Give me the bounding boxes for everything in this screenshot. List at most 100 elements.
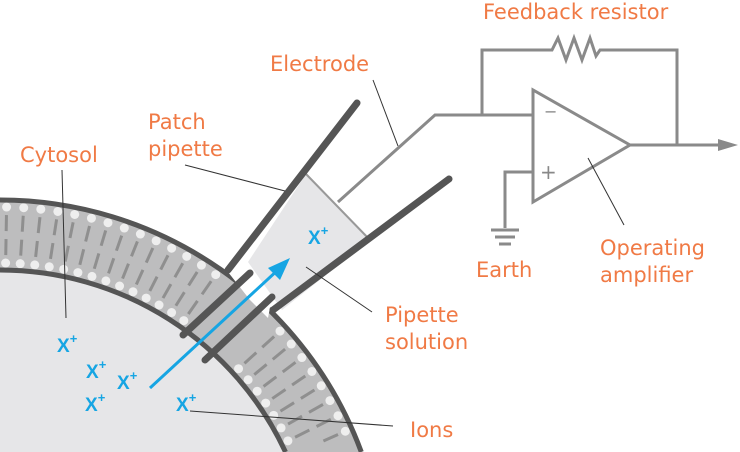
lipid-tail — [300, 388, 316, 400]
lipid-tail — [261, 335, 276, 349]
lipid-tail — [49, 242, 55, 260]
lipid-head — [243, 375, 253, 385]
lipid-head — [275, 326, 285, 336]
lipid-tail — [52, 219, 59, 236]
lipid-head — [154, 300, 164, 310]
lipid-tail — [291, 374, 307, 387]
earth-label: Earth — [476, 258, 533, 282]
membrane-outer-edge — [0, 197, 364, 452]
lipid-tail — [308, 403, 324, 414]
pipette-wall-upper — [224, 99, 361, 274]
lipid-head — [141, 293, 151, 303]
lipid-head — [167, 308, 177, 318]
lipid-head — [19, 203, 29, 213]
lipid-tail — [281, 361, 297, 374]
lipid-tail — [20, 215, 25, 232]
lipid-tail — [271, 347, 287, 361]
lipid-tail — [200, 280, 213, 296]
ion-cytosol-1: X+ — [57, 330, 78, 357]
lipid-head — [211, 270, 221, 280]
lipid-head — [167, 243, 177, 253]
electrode-wire — [336, 113, 533, 204]
lipid-tail — [34, 240, 39, 258]
lipid-tail — [99, 229, 108, 247]
lipid-head — [115, 281, 125, 291]
op-amp-minus: − — [544, 102, 558, 121]
ion-cytosol-5: X+ — [176, 389, 197, 416]
lipid-tail — [294, 428, 311, 439]
op-amp-plus: + — [540, 160, 557, 184]
lipid-head — [15, 259, 25, 269]
leader-lines — [61, 79, 625, 427]
lipid-tail — [107, 257, 116, 274]
amplifier-label: amplifier — [600, 263, 694, 287]
lipid-tail — [187, 300, 199, 315]
lipid-head — [151, 236, 161, 246]
lipid-head — [283, 436, 293, 446]
cell — [0, 197, 364, 452]
lipid-tail — [36, 217, 42, 234]
lipid-head — [340, 426, 350, 436]
lipid-head — [316, 381, 326, 391]
lipid-tail — [262, 375, 278, 388]
lipid-tail — [115, 235, 124, 252]
lipid-tail — [134, 269, 145, 286]
electrode-label: Electrode — [270, 52, 370, 76]
lipid-tail — [19, 239, 24, 256]
cytosol-label: Cytosol — [20, 143, 98, 167]
lipid-tail — [187, 271, 199, 287]
lipid-head — [179, 316, 189, 326]
pipette-label: pipette — [148, 137, 223, 161]
lipid-head — [70, 209, 80, 219]
output-arrow — [718, 139, 738, 151]
lipid-head — [196, 260, 206, 270]
lipid-tail — [161, 283, 173, 299]
lipid-head — [103, 218, 113, 228]
ions-label: Ions — [410, 418, 454, 442]
lipid-head — [30, 260, 40, 270]
lipid-head — [286, 339, 296, 349]
cytosol-area — [0, 270, 286, 452]
lipid-tail — [148, 276, 159, 292]
lipid-tail — [322, 433, 339, 443]
patch-label: Patch — [148, 110, 206, 134]
lipid-head — [2, 202, 12, 212]
lipid-head — [333, 411, 343, 421]
lipid-tail — [173, 262, 185, 278]
feedback-resistor — [480, 33, 679, 145]
lipid-head — [325, 396, 335, 406]
lipid-tail — [253, 363, 268, 376]
lipid-head — [101, 276, 111, 286]
lipid-head — [182, 251, 192, 261]
lipid-head — [1, 258, 11, 268]
lipid-head — [234, 364, 244, 374]
lipid-head — [44, 262, 54, 272]
lipid-head — [87, 271, 97, 281]
lipid-bilayer — [1, 202, 350, 446]
ion-flow-arrow — [148, 258, 290, 390]
ion-pipette: X+ — [308, 222, 329, 249]
op-amp-symbol — [531, 87, 634, 205]
membrane-inner-edge — [0, 267, 288, 452]
lipid-tail — [315, 417, 332, 428]
feedback-resistor-label: Feedback resistor — [483, 0, 669, 24]
ion-cytosol-2: X+ — [86, 356, 107, 383]
lipid-tail — [159, 254, 170, 271]
lipid-head — [59, 264, 69, 274]
lipid-tail — [144, 247, 155, 264]
lipid-head — [86, 213, 96, 223]
lipid-tail — [121, 263, 130, 280]
lipid-tail — [78, 248, 86, 266]
pipette-solution-label-1: Pipette — [385, 303, 459, 327]
lipid-tail — [92, 252, 101, 270]
lipid-head — [73, 268, 83, 278]
pipette-solution-label-2: solution — [385, 330, 469, 354]
ion-cytosol-3: X+ — [117, 367, 138, 394]
lipid-head — [276, 423, 286, 433]
lipid-head — [128, 287, 138, 297]
lipid-head — [297, 353, 307, 363]
lipid-head — [269, 410, 279, 420]
pipette-wall-lower — [269, 175, 453, 314]
